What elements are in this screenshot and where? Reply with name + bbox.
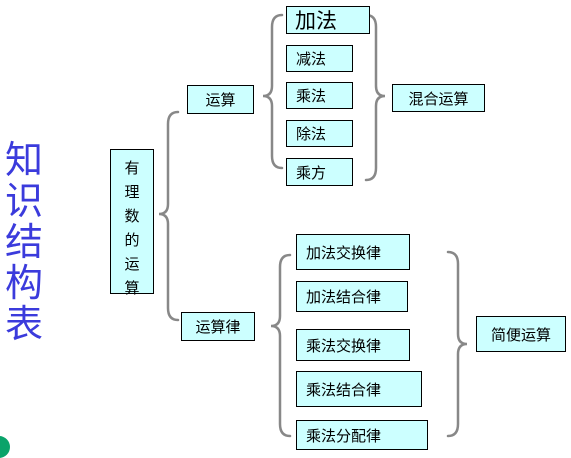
brace-laws-left <box>270 253 292 438</box>
operation-item: 乘法 <box>286 82 353 109</box>
side-title-char: 表 <box>4 302 43 346</box>
law-item: 加法交换律 <box>296 234 410 270</box>
law-item: 乘法分配律 <box>296 420 428 450</box>
root-char: 理 <box>124 183 140 201</box>
root-char: 有 <box>124 159 140 177</box>
branch-laws-node: 运算律 <box>181 312 255 341</box>
law-item: 乘法交换律 <box>296 329 410 361</box>
operation-item: 加法 <box>286 6 370 34</box>
brace-laws-right <box>446 250 468 438</box>
operation-item: 除法 <box>286 120 353 147</box>
side-title-char: 识 <box>4 179 43 223</box>
root-char: 运 <box>124 255 140 273</box>
side-title: 知 识 结 构 表 <box>2 140 46 345</box>
side-title-char: 构 <box>4 261 43 305</box>
side-title-char: 结 <box>4 220 43 264</box>
side-title-char: 知 <box>4 138 43 182</box>
root-node: 有 理 数 的 运 算 <box>110 149 154 297</box>
operation-item: 乘方 <box>286 158 353 186</box>
root-char: 算 <box>124 279 140 297</box>
root-char: 的 <box>124 231 140 249</box>
brace-operations-left <box>262 13 284 170</box>
laws-summary-node: 简便运算 <box>476 316 566 352</box>
operations-summary-node: 混合运算 <box>392 84 485 112</box>
brace-operations-right <box>364 13 386 182</box>
operation-item: 减法 <box>286 45 353 72</box>
brace-root <box>158 110 180 322</box>
branch-operations-node: 运算 <box>187 85 254 114</box>
corner-decoration <box>0 436 10 458</box>
law-item: 加法结合律 <box>296 281 408 312</box>
law-item: 乘法结合律 <box>296 371 422 407</box>
root-char: 数 <box>124 207 140 225</box>
